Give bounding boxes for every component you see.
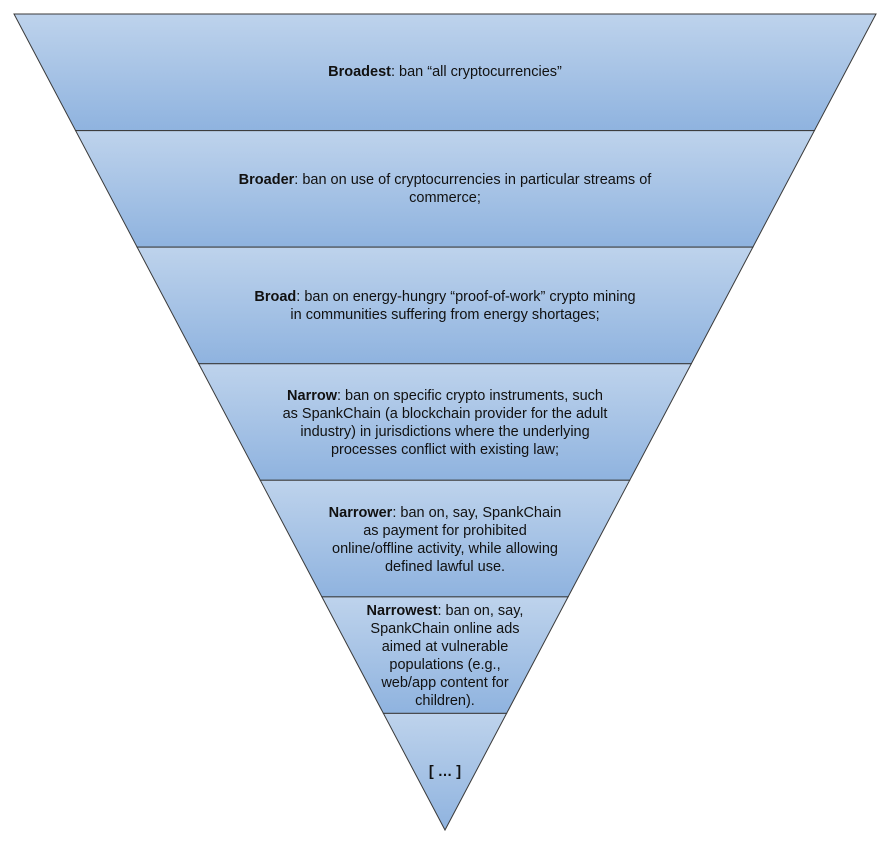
level-broader-label: Broader: ban on use of cryptocurrencies … xyxy=(225,171,665,207)
level-description: : ban “all cryptocurrencies” xyxy=(391,64,562,80)
band-tip xyxy=(382,712,508,832)
level-narrowest-label: Narrowest: ban on, say, SpankChain onlin… xyxy=(366,602,524,710)
level-description: : ban on specific crypto instruments, su… xyxy=(282,388,608,458)
level-term: Narrower xyxy=(328,505,393,521)
level-term: Broad xyxy=(254,289,297,305)
level-description: : ban on, say, SpankChain as payment for… xyxy=(332,505,562,575)
level-description: : ban on, say, SpankChain online ads aim… xyxy=(370,603,524,709)
level-narrower-label: Narrower: ban on, say, SpankChain as pay… xyxy=(327,504,563,576)
level-term: [ … ] xyxy=(428,764,462,780)
level-narrow-label: Narrow: ban on specific crypto instrumen… xyxy=(280,387,610,459)
level-broadest-label: Broadest: ban “all cryptocurrencies” xyxy=(140,63,750,81)
level-term: Broader xyxy=(238,172,295,188)
level-broad-label: Broad: ban on energy-hungry “proof-of-wo… xyxy=(250,288,640,324)
level-term: Narrowest xyxy=(366,603,438,619)
level-description: : ban on energy-hungry “proof-of-work” c… xyxy=(290,289,636,323)
level-term: Narrow xyxy=(287,388,337,404)
level-description: : ban on use of cryptocurrencies in part… xyxy=(294,172,652,206)
level-ellipsis-label: [ … ] xyxy=(395,763,495,781)
level-term: Broadest xyxy=(328,64,391,80)
